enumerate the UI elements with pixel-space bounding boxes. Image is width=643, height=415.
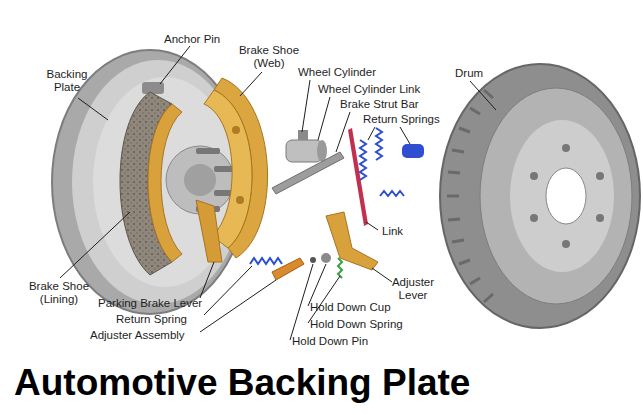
part-label: Parking Brake Lever (98, 297, 202, 310)
part-label: Hold Down Pin (292, 335, 368, 348)
part-label: Return Springs (363, 113, 440, 126)
part-label: Wheel Cylinder (298, 66, 376, 79)
part-label: Drum (455, 67, 483, 80)
part-label: Wheel Cylinder Link (318, 83, 420, 96)
part-label: Backing Plate (40, 68, 94, 94)
part-label: Brake Shoe (Web) (232, 44, 306, 70)
part-label: Link (382, 225, 403, 238)
part-label: Hold Down Cup (310, 301, 391, 314)
part-label: Brake Shoe (Lining) (26, 280, 92, 306)
part-label: Hold Down Spring (310, 318, 403, 331)
part-label: Return Spring (116, 313, 187, 326)
part-label: Anchor Pin (164, 33, 220, 46)
part-label: Adjuster Lever (386, 276, 440, 302)
part-label: Brake Strut Bar (340, 98, 419, 111)
diagram-title: Automotive Backing Plate (14, 362, 470, 404)
part-label: Adjuster Assembly (90, 329, 185, 342)
